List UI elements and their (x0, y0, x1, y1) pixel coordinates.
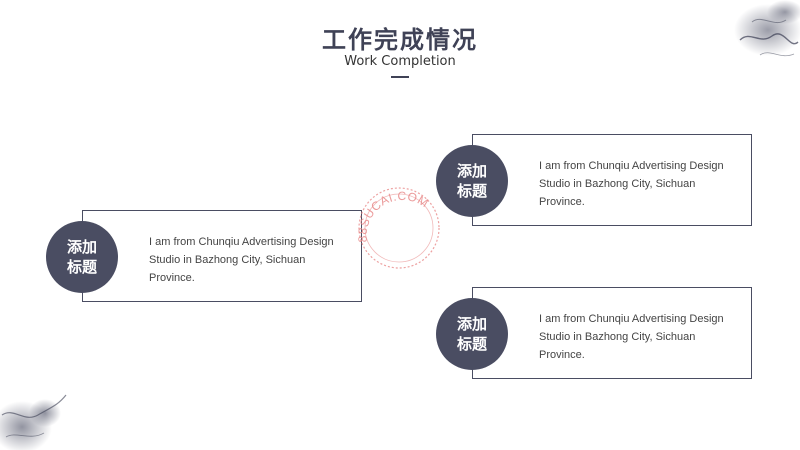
card-badge: 添加标题 (436, 298, 508, 370)
card-text: I am from Chunqiu Advertising Design Stu… (539, 160, 724, 208)
card-badge: 添加标题 (46, 221, 118, 293)
card-text: I am from Chunqiu Advertising Design Stu… (539, 313, 724, 361)
card-badge: 添加标题 (436, 145, 508, 217)
ink-splash-icon (0, 394, 67, 450)
info-card: I am from Chunqiu Advertising Design Stu… (472, 134, 752, 226)
title-underline (391, 76, 409, 78)
ink-splash-icon (734, 0, 800, 57)
svg-text:88SUCAI.COM: 88SUCAI.COM (355, 189, 431, 243)
page-title: 工作完成情况 (322, 26, 478, 54)
watermark-stamp: 88SUCAI.COM (355, 187, 440, 269)
card-text: I am from Chunqiu Advertising Design Stu… (149, 236, 334, 284)
watermark-text: 88SUCAI.COM (355, 189, 430, 243)
info-card: I am from Chunqiu Advertising Design Stu… (82, 210, 362, 302)
page-subtitle: Work Completion (344, 54, 456, 69)
info-card: I am from Chunqiu Advertising Design Stu… (472, 287, 752, 379)
